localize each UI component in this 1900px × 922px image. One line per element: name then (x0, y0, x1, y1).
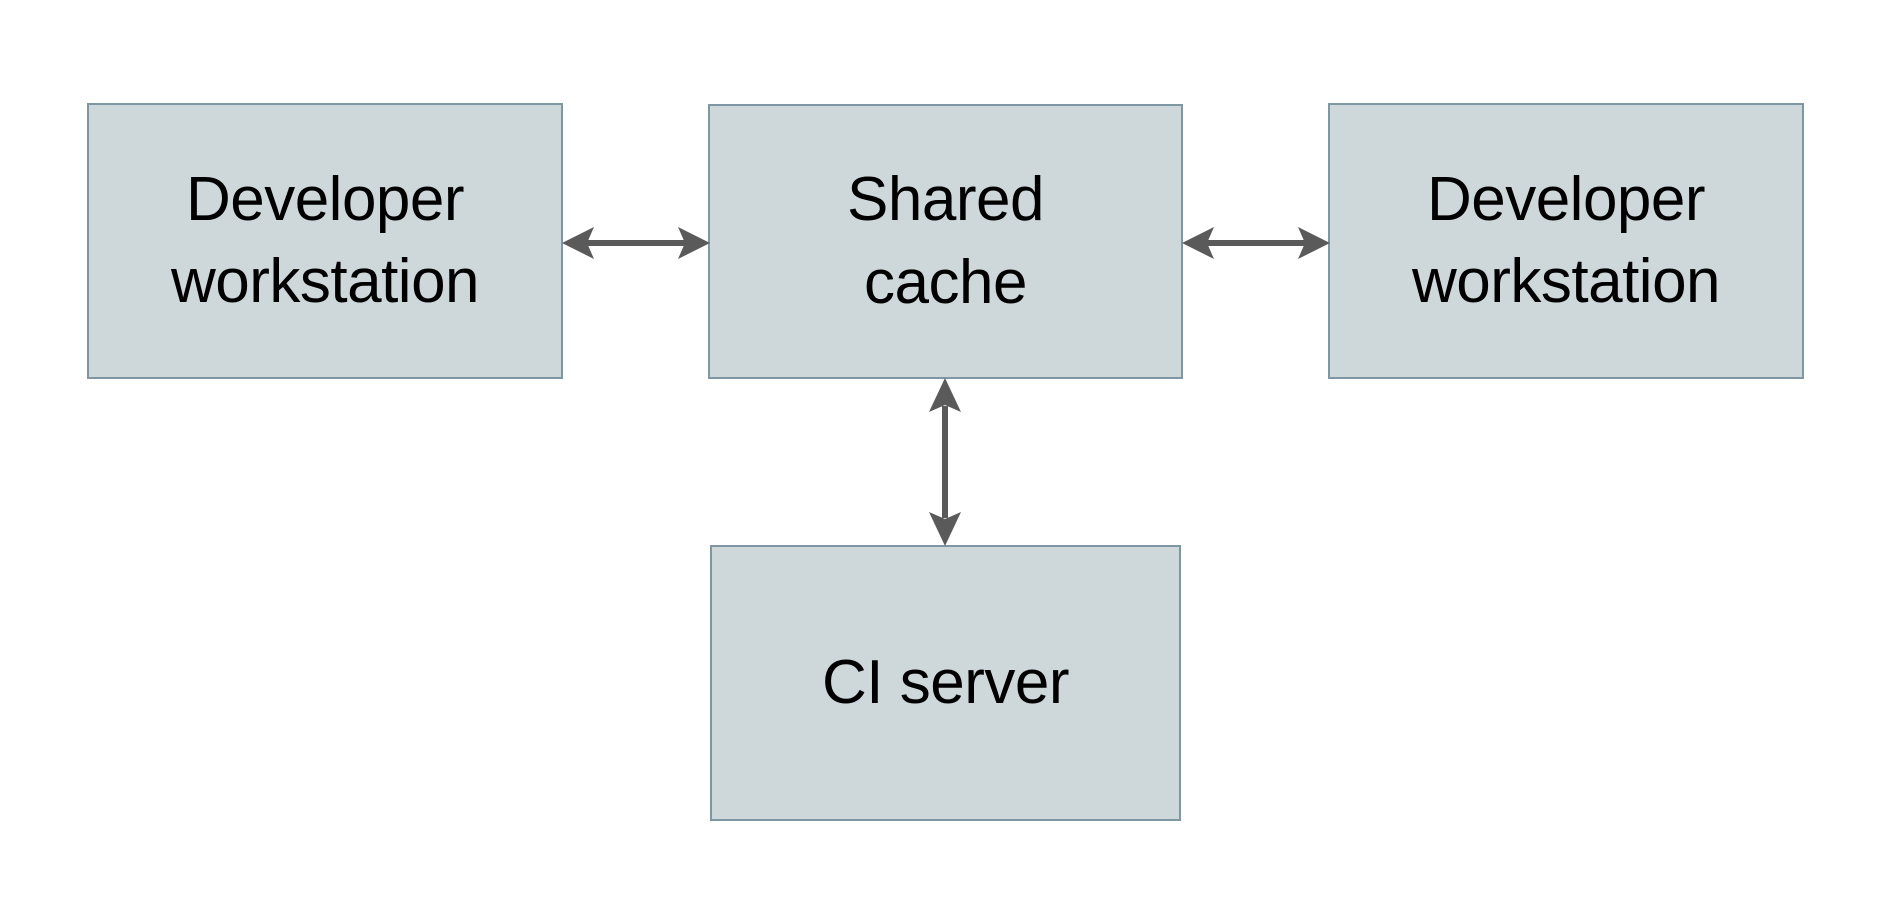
node-developer-workstation-right[interactable]: Developer workstation (1328, 103, 1804, 379)
node-shared-cache[interactable]: Shared cache (708, 104, 1183, 379)
node-label: Developer workstation (1411, 164, 1721, 316)
node-developer-workstation-left[interactable]: Developer workstation (87, 103, 563, 379)
node-label: CI server (822, 647, 1069, 717)
node-ci-server[interactable]: CI server (710, 545, 1181, 821)
node-label: Shared cache (847, 165, 1044, 317)
double-arrow-vertical-icon (929, 378, 961, 546)
double-arrow-horizontal-icon (562, 227, 710, 259)
connector-dev-left-to-cache[interactable] (560, 212, 712, 274)
connector-cache-to-ci-server[interactable] (914, 376, 976, 548)
double-arrow-horizontal-icon (1182, 227, 1330, 259)
node-label: Developer workstation (170, 164, 480, 316)
connector-cache-to-dev-right[interactable] (1180, 212, 1332, 274)
